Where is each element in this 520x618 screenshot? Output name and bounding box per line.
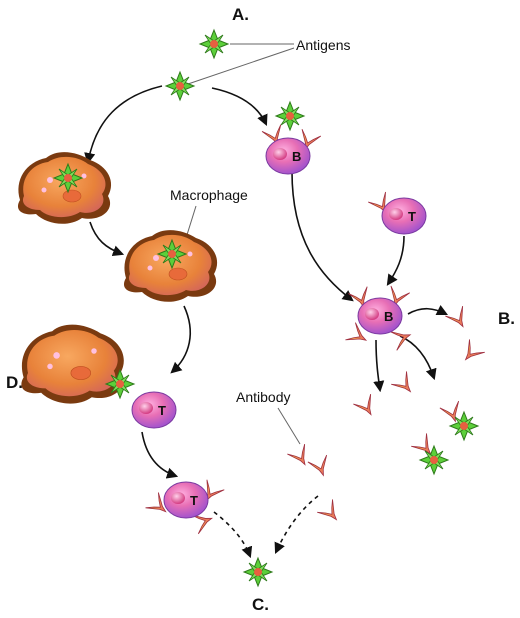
leader-lines xyxy=(185,43,301,445)
activated-b-cell: B xyxy=(345,285,415,351)
t-cell-letter-1: T xyxy=(158,403,166,418)
t-cell-receiving: T xyxy=(131,391,177,429)
antibody-free-1 xyxy=(444,305,473,333)
t-cell-letter-2: T xyxy=(190,493,198,508)
antibody-center-3 xyxy=(316,499,345,527)
leader-antigen-2 xyxy=(187,47,295,85)
process-arrows xyxy=(84,85,449,479)
leader-antibody xyxy=(277,407,301,445)
label-c: C. xyxy=(252,595,269,614)
arrow-macrophage-engulf xyxy=(89,221,125,257)
label-macrophage: Macrophage xyxy=(170,187,248,203)
antibody-antigen-complex-2 xyxy=(410,433,449,475)
arrow-antigen-to-macrophage xyxy=(84,85,163,165)
label-antigens: Antigens xyxy=(296,37,350,53)
antigen-free-1 xyxy=(199,29,229,59)
arrow-bcell-activation xyxy=(291,171,354,302)
arrow-bcell-to-antibodies-2 xyxy=(373,339,385,393)
b-cell-binding-antigen: B xyxy=(261,124,322,175)
t-cell-letter-helper: T xyxy=(408,209,416,224)
arrow-bcell-to-antibodies-3 xyxy=(399,335,437,381)
leader-macrophage xyxy=(185,205,197,239)
label-a: A. xyxy=(232,5,249,24)
dashed-arrows xyxy=(213,495,319,559)
antibody-antigen-complex-1 xyxy=(439,400,479,441)
label-b: B. xyxy=(498,309,515,328)
antibody-free-3 xyxy=(352,393,381,421)
label-d: D. xyxy=(6,373,23,392)
macrophage-processing xyxy=(123,229,218,303)
label-antibody: Antibody xyxy=(236,389,290,405)
b-cell-letter-1: B xyxy=(292,149,301,164)
antigen-destroyed xyxy=(243,557,273,587)
b-cell-letter-2: B xyxy=(384,309,393,324)
arrow-helper-t-to-bcell xyxy=(386,235,405,286)
helper-t-cell: T xyxy=(367,191,427,235)
arrow-tcell-activation xyxy=(141,431,179,479)
antigen-free-2 xyxy=(165,71,195,101)
arrow-tcell-to-destroyed-antigen xyxy=(213,511,253,559)
activated-t-cell: T xyxy=(145,479,225,535)
antibody-center-1 xyxy=(286,443,315,471)
macrophage-presenting xyxy=(21,324,125,404)
arrow-macrophage-to-tcell xyxy=(170,305,192,374)
arrow-antibody-to-destroyed-antigen xyxy=(274,495,319,555)
antibody-free-2 xyxy=(457,339,486,367)
macrophage-engulfing xyxy=(17,151,112,225)
antibody-center-2 xyxy=(307,454,334,480)
arrow-antigen-to-bcell xyxy=(211,87,268,127)
antibody-free-4 xyxy=(390,371,419,399)
arrow-bcell-to-antibodies-1 xyxy=(407,304,449,316)
